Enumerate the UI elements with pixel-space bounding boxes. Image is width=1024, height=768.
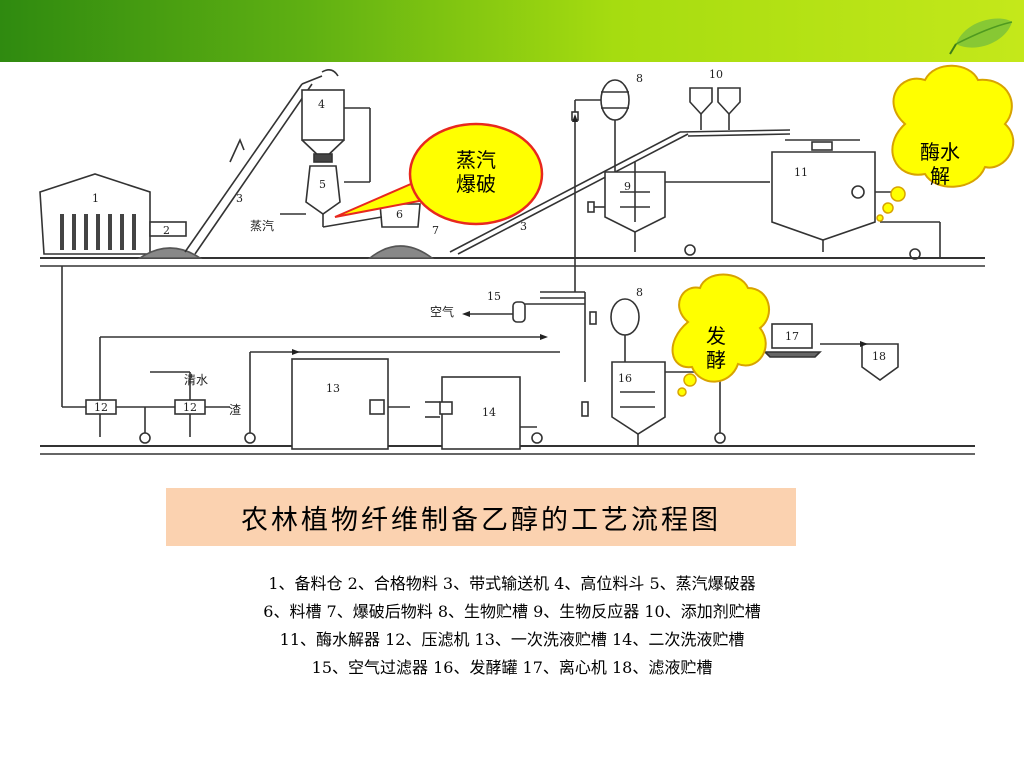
label-3b: 3 bbox=[520, 220, 527, 233]
label-9: 9 bbox=[624, 180, 631, 193]
label-14: 14 bbox=[482, 406, 496, 419]
legend-line-4: 15、空气过滤器 16、发酵罐 17、离心机 18、滤液贮槽 bbox=[311, 658, 713, 677]
diagram-title: 农林植物纤维制备乙醇的工艺流程图 bbox=[241, 504, 721, 536]
label-8b: 8 bbox=[636, 286, 643, 299]
label-8a: 8 bbox=[636, 72, 643, 85]
callout-enzymolysis-text: 酶水解 bbox=[908, 140, 972, 188]
callout-fermentation-line-2: 酵 bbox=[706, 348, 726, 372]
label-11: 11 bbox=[794, 166, 808, 179]
title-box: 农林植物纤维制备乙醇的工艺流程图 bbox=[166, 488, 796, 546]
label-steam: 蒸汽 bbox=[250, 218, 274, 233]
callout-steam-explosion-text: 蒸汽爆破 bbox=[430, 148, 522, 196]
label-5: 5 bbox=[319, 178, 326, 191]
header-bar bbox=[0, 0, 1024, 62]
leaf-icon bbox=[949, 18, 1013, 55]
callout-enzymolysis-line-2: 解 bbox=[930, 164, 950, 188]
label-15: 15 bbox=[487, 290, 501, 303]
label-16: 16 bbox=[618, 372, 632, 385]
label-13: 13 bbox=[326, 382, 340, 395]
legend-line-1: 1、备料仓 2、合格物料 3、带式输送机 4、高位料斗 5、蒸汽爆破器 bbox=[268, 574, 756, 593]
label-1: 1 bbox=[92, 192, 99, 205]
label-clear-water: 清水 bbox=[184, 373, 208, 387]
label-3a: 3 bbox=[236, 192, 243, 205]
label-2: 2 bbox=[163, 224, 170, 237]
label-12a: 12 bbox=[94, 401, 108, 414]
label-7: 7 bbox=[432, 224, 439, 237]
label-air: 空气 bbox=[430, 304, 454, 319]
callout-enzymolysis-line-1: 酶水 bbox=[920, 140, 960, 164]
label-10: 10 bbox=[709, 68, 723, 81]
label-12b: 12 bbox=[183, 401, 197, 414]
process-flow-diagram: 1 2 3 3 4 5 6 7 8 8 9 10 11 12 12 13 14 … bbox=[39, 64, 1015, 455]
callout-fermentation-bubble bbox=[671, 273, 770, 397]
callout-enzymolysis-bubble bbox=[876, 64, 1015, 222]
label-4: 4 bbox=[318, 98, 325, 111]
legend-line-3: 11、酶水解器 12、压滤机 13、一次洗液贮槽 14、二次洗液贮槽 bbox=[279, 630, 745, 649]
legend: 1、备料仓 2、合格物料 3、带式输送机 4、高位料斗 5、蒸汽爆破器 6、料槽… bbox=[0, 570, 1024, 682]
callout-steam-explosion-line-1: 蒸汽 bbox=[456, 148, 496, 172]
label-residue: 渣 bbox=[229, 403, 241, 417]
label-18: 18 bbox=[872, 350, 886, 363]
callout-fermentation-text: 发酵 bbox=[698, 324, 734, 372]
callout-steam-explosion-bubble bbox=[334, 122, 544, 226]
callout-fermentation-line-1: 发 bbox=[706, 324, 726, 348]
label-6: 6 bbox=[396, 208, 403, 221]
callout-steam-explosion-line-2: 爆破 bbox=[456, 172, 496, 196]
label-17: 17 bbox=[785, 330, 799, 343]
legend-line-2: 6、料槽 7、爆破后物料 8、生物贮槽 9、生物反应器 10、添加剂贮槽 bbox=[263, 602, 761, 621]
